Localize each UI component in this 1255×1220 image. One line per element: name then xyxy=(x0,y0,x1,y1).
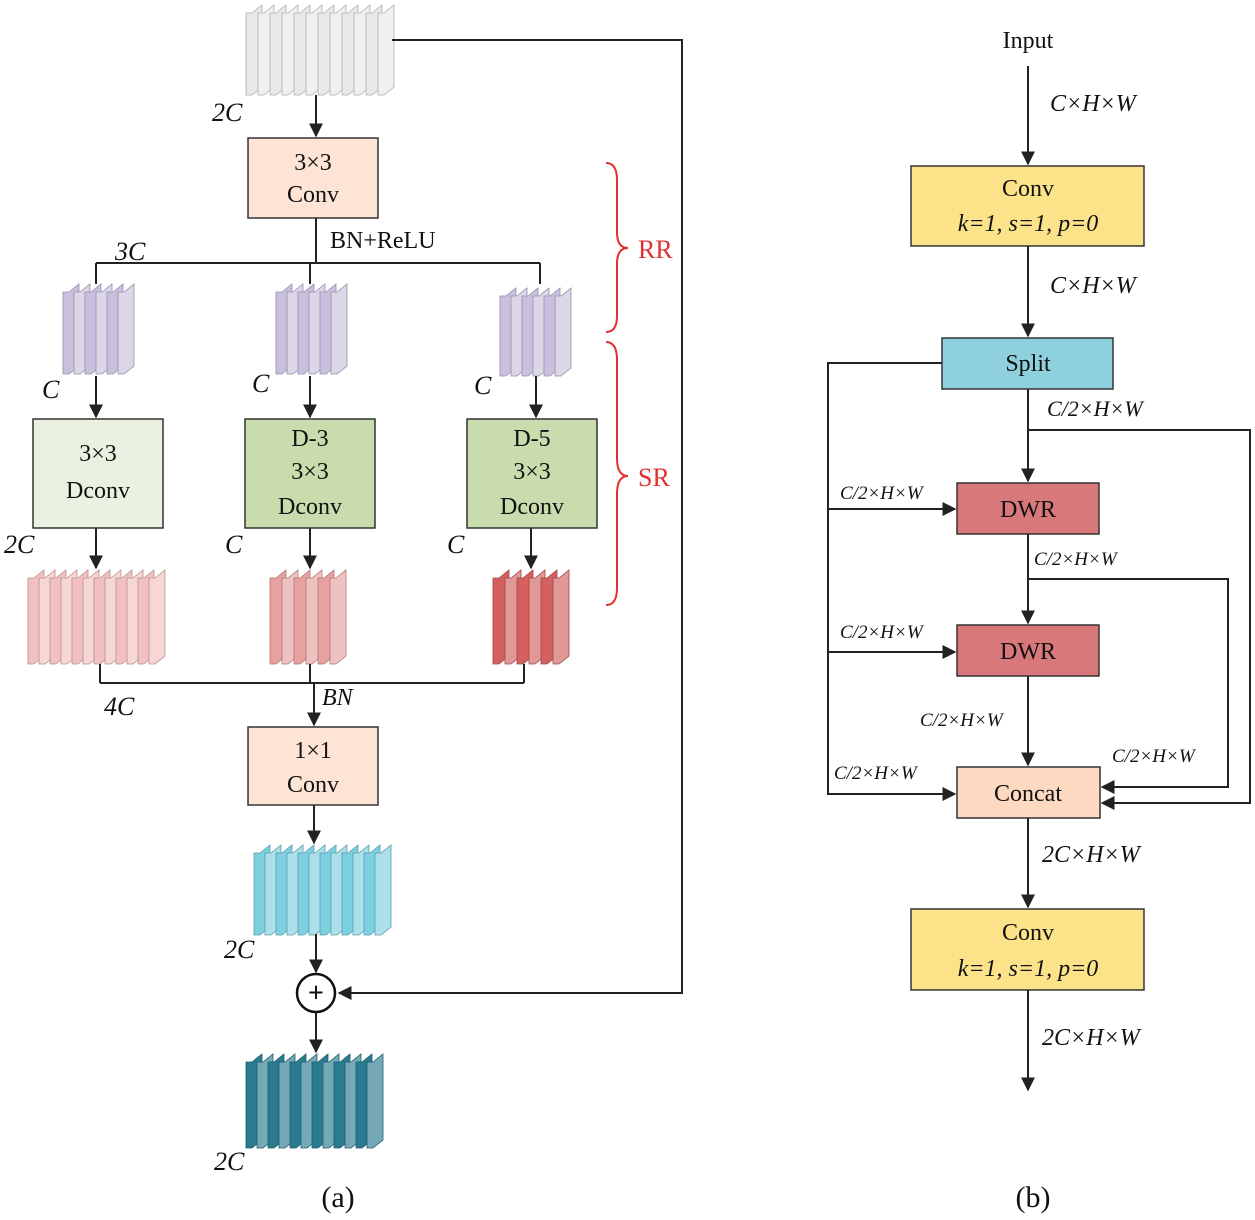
conv3x3-box xyxy=(247,137,379,219)
dwr-box-2-label: DWR xyxy=(1000,639,1056,665)
dconv-box-2 xyxy=(244,418,376,529)
dim-input: C×H×W xyxy=(1050,91,1138,117)
conv3x3-label-1: 3×3 xyxy=(294,150,332,176)
branch-feature-map-1-slice xyxy=(117,283,135,375)
dconv-out-map-3 xyxy=(492,569,570,665)
panel-a: 3×3 Conv 3×3 Dconv D-3 3×3 Dconv D-5 3×3… xyxy=(4,4,683,1214)
split-box xyxy=(941,337,1114,390)
dim-dwr1-out: C/2×H×W xyxy=(1034,549,1119,570)
add-node-plus: + xyxy=(308,978,324,1009)
split-left-to-concat xyxy=(827,362,957,801)
dim-dwr2-out: C/2×H×W xyxy=(920,710,1005,731)
conv-box-1-params: k=1, s=1, p=0 xyxy=(958,211,1099,237)
dconv-out-map-3-slice xyxy=(552,569,570,665)
label-3c: 3C xyxy=(114,237,146,266)
branch-feature-map-1 xyxy=(62,283,135,375)
dim-output: 2C×H×W xyxy=(1042,1025,1142,1051)
panel-a-connectors xyxy=(89,39,683,1054)
dconv-out-map-1 xyxy=(27,569,166,665)
dconv1-label-1: 3×3 xyxy=(79,441,117,467)
dconv2-label-2: 3×3 xyxy=(291,459,329,485)
caption-a: (a) xyxy=(321,1181,354,1214)
feature-map-stacks xyxy=(27,4,572,1149)
label-out-2c: 2C xyxy=(4,530,35,559)
dconv3-label-2: 3×3 xyxy=(513,459,551,485)
label-bn-relu: BN+ReLU xyxy=(330,228,436,254)
sr-bracket xyxy=(605,341,629,606)
dconv-out-map-2-slice xyxy=(329,569,347,665)
input-feature-map xyxy=(245,4,395,96)
caption-b: (b) xyxy=(1016,1181,1051,1214)
dconv-out-map-1-slice xyxy=(148,569,166,665)
dwr1-right-to-concat xyxy=(1028,578,1229,794)
dconv3-label-1: D-5 xyxy=(513,426,550,452)
conv3x3-label-2: Conv xyxy=(287,182,339,208)
dconv-out-map-2 xyxy=(269,569,347,665)
rr-bracket xyxy=(605,162,629,333)
conv-box-1 xyxy=(910,165,1145,247)
dwr-box-1 xyxy=(956,482,1100,535)
rr-label: RR xyxy=(638,235,673,264)
residual-skip-connection xyxy=(337,39,683,1000)
dconv-box-3 xyxy=(466,418,598,529)
final-output-map-slice xyxy=(366,1053,384,1149)
label-in-2c: 2C xyxy=(212,98,243,127)
split-label: Split xyxy=(1005,351,1051,377)
label-2c-mid: 2C xyxy=(224,935,255,964)
dconv-box-1 xyxy=(32,418,164,529)
label-c-3: C xyxy=(474,371,492,400)
split-right-to-concat xyxy=(1028,429,1251,810)
concat-label: Concat xyxy=(994,781,1062,807)
label-c-1: C xyxy=(42,375,60,404)
dim-left-1: C/2×H×W xyxy=(840,483,925,504)
input-label: Input xyxy=(1003,28,1054,54)
conv-box-2-label: Conv xyxy=(1002,920,1054,946)
conv-out-map-slice xyxy=(374,844,392,936)
label-4c: 4C xyxy=(104,692,135,721)
dwr-box-2 xyxy=(956,624,1100,677)
dconv3-label-3: Dconv xyxy=(500,494,564,520)
label-out-c-2: C xyxy=(225,530,243,559)
panel-b: Conv k=1, s=1, p=0 Split DWR DWR Concat … xyxy=(827,28,1251,1214)
conv-box-2-params: k=1, s=1, p=0 xyxy=(958,956,1099,982)
conv-box-2 xyxy=(910,908,1145,991)
dim-left-2: C/2×H×W xyxy=(840,622,925,643)
conv1x1-label-1: 1×1 xyxy=(294,738,332,764)
conv-out-map xyxy=(253,844,392,936)
conv1x1-box xyxy=(247,726,379,806)
conv-box-1-label: Conv xyxy=(1002,176,1054,202)
dim-right: C/2×H×W xyxy=(1112,746,1197,767)
add-node xyxy=(295,972,337,1014)
branch-feature-map-3 xyxy=(499,287,572,377)
dwr-box-1-label: DWR xyxy=(1000,497,1056,523)
dim-concat-out: 2C×H×W xyxy=(1042,842,1142,868)
sr-label: SR xyxy=(638,463,670,492)
panel-b-connectors xyxy=(827,66,1251,1092)
dconv2-label-1: D-3 xyxy=(291,426,328,452)
dim-left-3: C/2×H×W xyxy=(834,763,919,784)
branch-feature-map-2 xyxy=(275,283,348,375)
dconv2-label-3: Dconv xyxy=(278,494,342,520)
label-c-2: C xyxy=(252,369,270,398)
label-out-c-3: C xyxy=(447,530,465,559)
dconv1-label-2: Dconv xyxy=(66,478,130,504)
dim-after-conv: C×H×W xyxy=(1050,273,1138,299)
concat-box xyxy=(956,766,1101,819)
final-output-map xyxy=(245,1053,384,1149)
input-feature-map-slice xyxy=(377,4,395,96)
label-2c-out: 2C xyxy=(214,1147,245,1176)
conv1x1-label-2: Conv xyxy=(287,772,339,798)
branch-feature-map-3-slice xyxy=(554,287,572,377)
dim-split-out: C/2×H×W xyxy=(1047,396,1144,421)
label-bn: BN xyxy=(322,685,355,711)
branch-feature-map-2-slice xyxy=(330,283,348,375)
